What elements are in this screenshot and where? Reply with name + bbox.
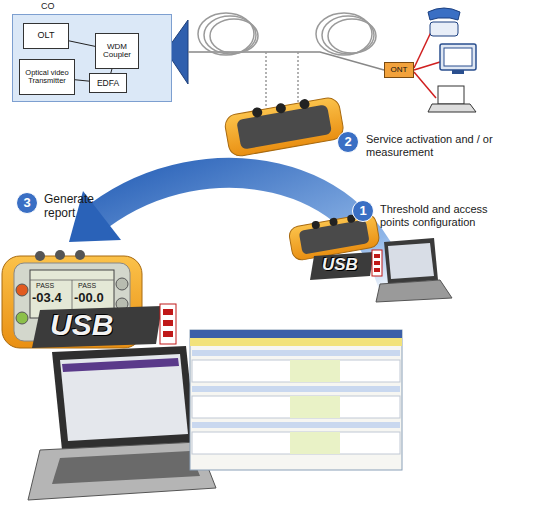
- copper-wire: [414, 30, 432, 68]
- report-row: [192, 432, 400, 454]
- meter-device: [223, 96, 345, 158]
- central-office: COOLTWDM CouplerOptical video Transmitte…: [12, 14, 172, 102]
- node-text: WDM Coupler: [96, 43, 138, 60]
- signal-line: [75, 80, 89, 81]
- usb-text: USB: [322, 255, 372, 275]
- screen-text: PASS: [78, 282, 112, 290]
- report-table: [190, 330, 402, 470]
- fiber-spool: [328, 19, 376, 53]
- meter-port: [329, 217, 338, 226]
- report-cell: [290, 360, 340, 382]
- screen-bar: [62, 358, 179, 372]
- report-header: [190, 330, 402, 338]
- laptop: [376, 280, 452, 302]
- access-line: [297, 52, 299, 106]
- coupler-box: WDM Coupler: [95, 33, 139, 69]
- report-cell: [290, 396, 340, 418]
- usb-text: USB: [50, 308, 160, 343]
- report-row: [192, 360, 400, 382]
- usb-logo: [374, 268, 380, 272]
- node-text: 3: [23, 196, 30, 210]
- usb-logo: [163, 320, 173, 326]
- node-text: Optical video Transmitter: [20, 69, 74, 85]
- step-label: Service activation and / or measurement: [366, 133, 516, 158]
- step-label: Generate report: [44, 193, 124, 221]
- laptop-keyboard: [28, 442, 216, 500]
- laptop-screen: [60, 354, 188, 441]
- transmitter-box: Optical video Transmitter: [19, 59, 75, 95]
- phone-icon: [430, 22, 458, 36]
- node-text: EDFA: [97, 79, 119, 88]
- meter-port: [35, 251, 45, 261]
- olt-box: OLT: [23, 23, 69, 49]
- usb-logo: [32, 306, 162, 348]
- step-label: Threshold and access points configuratio…: [380, 203, 510, 228]
- report-row: [192, 422, 400, 428]
- group-heading: CO: [41, 2, 55, 11]
- usb-logo: [310, 252, 374, 280]
- signal-line: [69, 41, 95, 46]
- laptop: [52, 346, 196, 450]
- report-row: [192, 350, 400, 356]
- access-line: [265, 52, 267, 108]
- computer-icon: [438, 86, 464, 104]
- monitor-icon: [452, 70, 464, 74]
- node-text: 2: [344, 135, 351, 149]
- circle-fill: [353, 201, 374, 222]
- phone-icon: [428, 8, 460, 20]
- meter-port: [55, 250, 65, 260]
- laptop-keys: [52, 451, 200, 484]
- circle-fill: [338, 132, 359, 153]
- amplifier-box: EDFA: [89, 73, 127, 93]
- usb-logo: [160, 304, 176, 344]
- node-text: OLT: [38, 31, 55, 40]
- step-circle: 1: [352, 200, 374, 222]
- report-row: [192, 386, 400, 392]
- step-circle: 2: [337, 131, 359, 153]
- laptop: [384, 238, 438, 284]
- fiber-spool: [210, 19, 258, 53]
- usb-logo: [374, 254, 380, 258]
- screen-text: PASS: [36, 282, 70, 290]
- usb-logo: [163, 309, 173, 315]
- monitor-icon: [440, 44, 476, 70]
- node-text: 1: [359, 204, 366, 218]
- screen-reading: -00.0: [74, 291, 114, 306]
- node-text: ONT: [391, 66, 408, 74]
- copper-wire: [414, 62, 440, 70]
- meter-port: [275, 102, 287, 114]
- meter-port: [311, 220, 320, 229]
- ont-box: ONT: [384, 62, 414, 78]
- step-circle: 3: [16, 192, 38, 214]
- report-row: [192, 396, 400, 418]
- laptop-screen: [388, 243, 434, 279]
- report-cell: [290, 432, 340, 454]
- usb-logo: [163, 331, 173, 337]
- monitor-icon: [444, 48, 472, 66]
- meter-port: [299, 98, 311, 110]
- meter-button: [16, 284, 28, 296]
- meter-button: [116, 278, 128, 290]
- copper-wire: [414, 72, 436, 98]
- meter-port: [251, 107, 263, 119]
- meter-button: [16, 312, 28, 324]
- screen-reading: -03.4: [32, 291, 72, 306]
- report-header: [190, 338, 402, 346]
- signal-line: [111, 69, 112, 73]
- usb-logo: [374, 261, 380, 265]
- circle-fill: [17, 193, 38, 214]
- meter-port: [75, 250, 85, 260]
- usb-logo: [372, 250, 382, 276]
- screen-rule: [72, 280, 73, 310]
- computer-icon: [428, 104, 476, 112]
- flow-arrow: [100, 173, 395, 292]
